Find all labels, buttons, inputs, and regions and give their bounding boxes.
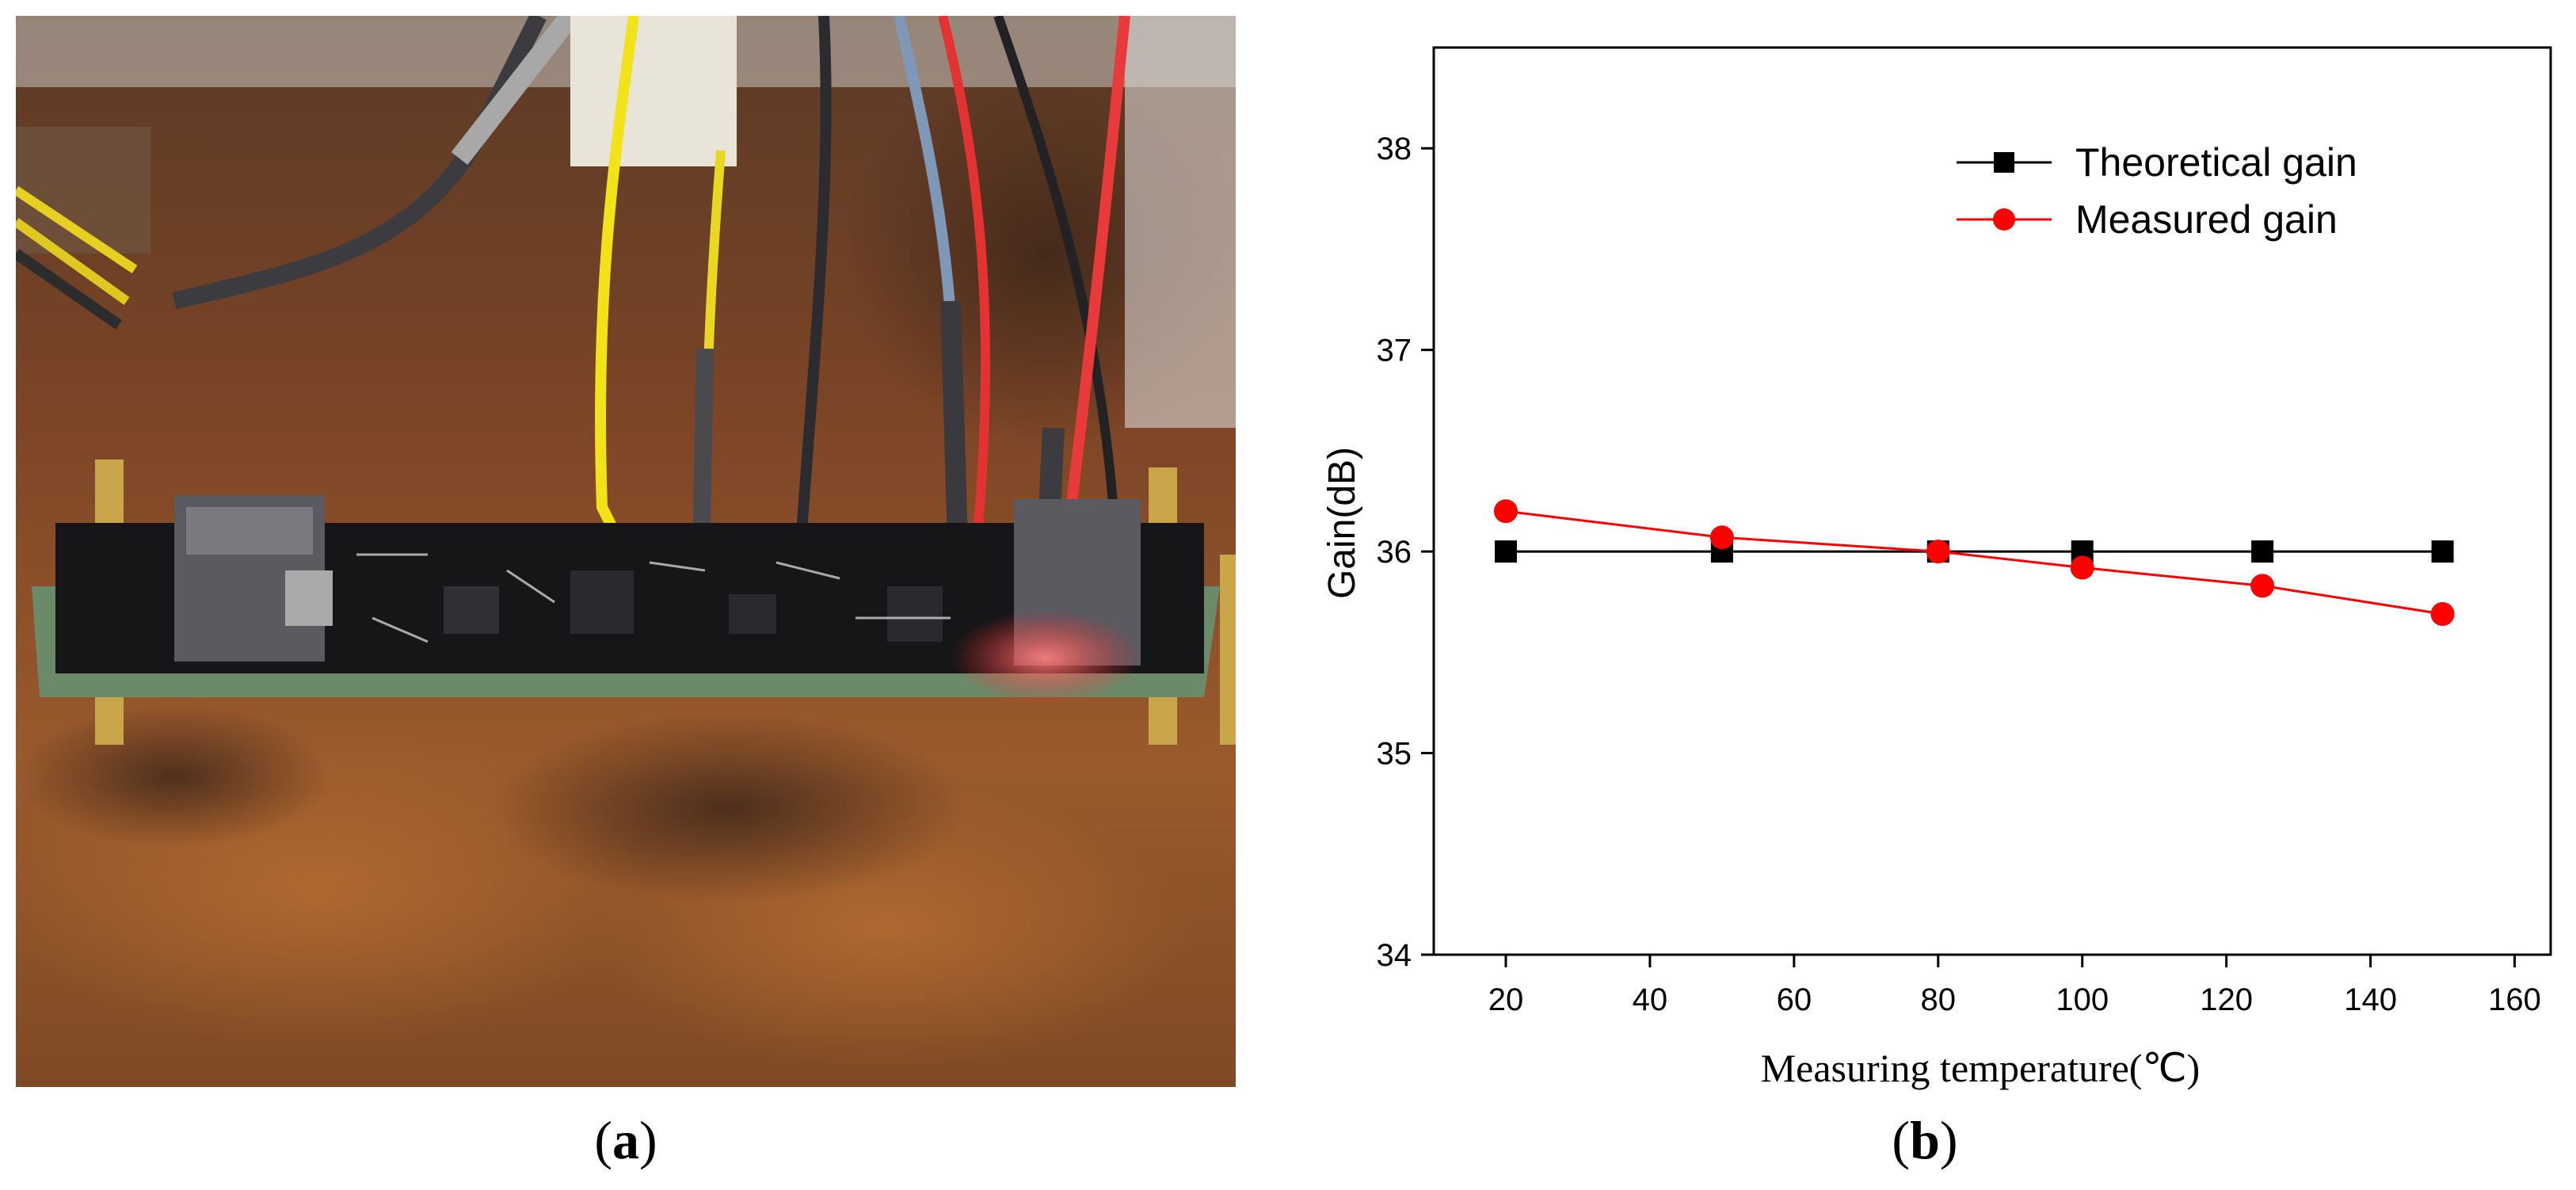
x-tick-label: 40	[1633, 982, 1668, 1017]
plot-frame	[1432, 46, 2552, 956]
legend-label: Measured gain	[2075, 197, 2338, 242]
gain-vs-temperature-chart: 20 40 60 80 100 120 140 160 34 35 36 37 38 Theoretic…	[1321, 46, 2552, 1090]
data-point	[2430, 601, 2455, 626]
x-tick-label: 140	[2344, 982, 2397, 1017]
data-point	[2250, 574, 2275, 598]
y-axis-label: Gain(dB)	[1321, 447, 1363, 599]
circuit-board-photo	[16, 16, 1236, 1087]
y-tick-label: 35	[1377, 737, 1412, 772]
y-tick-label: 38	[1377, 132, 1412, 166]
data-point	[1926, 540, 1950, 564]
panel-label-a: (a)	[594, 1110, 657, 1170]
x-tick-label: 160	[2488, 982, 2541, 1017]
legend-marker	[1993, 208, 2015, 231]
data-point	[2070, 555, 2094, 580]
y-tick-label: 34	[1377, 938, 1412, 973]
y-tick-label: 37	[1377, 334, 1412, 368]
data-point	[1709, 525, 1734, 550]
series-measured-gain	[1493, 499, 2455, 626]
series-line	[1505, 509, 2443, 616]
data-point	[2251, 540, 2274, 563]
data-point	[1494, 540, 1517, 563]
data-point	[2431, 540, 2454, 563]
x-tick-label: 120	[2200, 982, 2253, 1017]
legend-marker	[1994, 152, 2014, 173]
legend-label: Theoretical gain	[2075, 140, 2357, 185]
x-tick-label: 100	[2056, 982, 2109, 1017]
x-tick-label: 80	[1921, 982, 1957, 1017]
x-tick-label: 20	[1488, 982, 1524, 1017]
x-axis-label: Measuring temperature(℃)	[1761, 1046, 2201, 1090]
panel-label-b: (b)	[1892, 1110, 1958, 1170]
data-point	[1493, 499, 1518, 524]
y-tick-label: 36	[1377, 535, 1412, 570]
x-tick-label: 60	[1777, 982, 1812, 1017]
series-theoretical-gain	[1494, 540, 2454, 563]
